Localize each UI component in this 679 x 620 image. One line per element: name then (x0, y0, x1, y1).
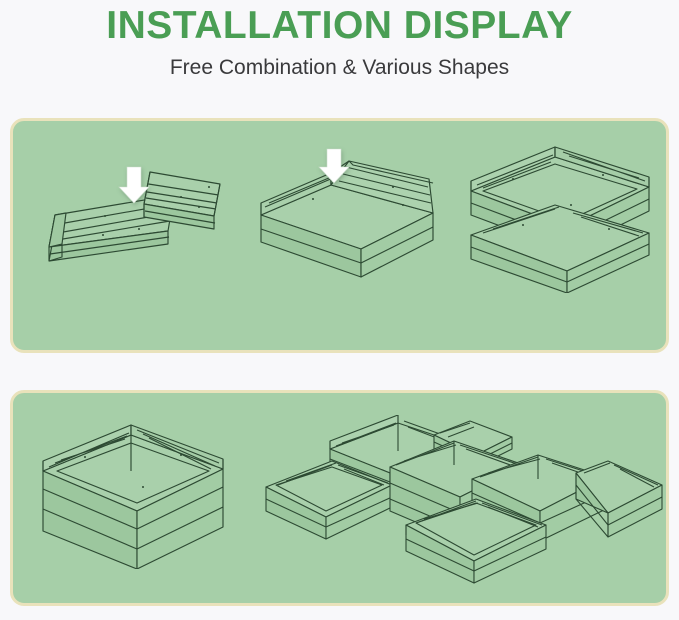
page-header: INSTALLATION DISPLAY Free Combination & … (0, 0, 679, 81)
figure-multi-bed-arrangement (265, 415, 663, 584)
down-arrow-icon (118, 166, 150, 204)
configuration-panel: 6 (10, 390, 669, 606)
page-subtitle: Free Combination & Various Shapes (169, 56, 510, 79)
assembly-steps-panel: 1 (10, 118, 669, 353)
figure-step-1 (48, 166, 221, 262)
figure-step-6 (42, 424, 224, 569)
page-title: INSTALLATION DISPLAY (106, 4, 573, 47)
down-arrow-icon (318, 148, 350, 184)
figure-step-3 (470, 146, 650, 293)
figure-step-2 (260, 148, 434, 278)
